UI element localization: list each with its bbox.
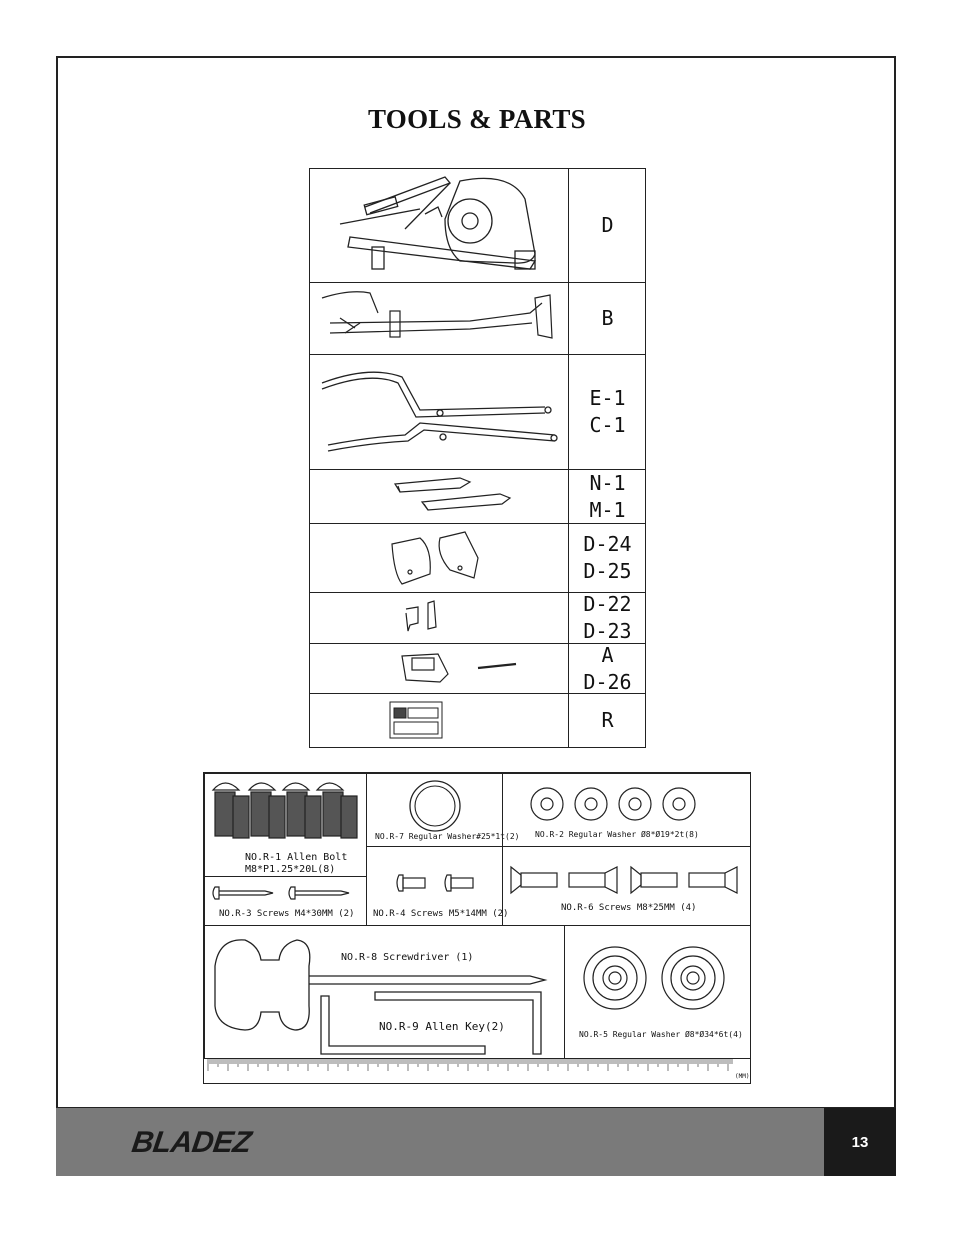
parts-row-hardware-card: R	[310, 693, 645, 747]
parts-table: D B	[309, 168, 646, 748]
part-label: C-1	[589, 413, 626, 437]
main-frame-illustration	[310, 169, 569, 282]
hardware-cell-r2: NO.R-2 Regular Washer Ø8*Ø19*2t(8)	[502, 773, 751, 847]
part-label: D-24	[583, 532, 632, 556]
r9-caption: NO.R-9 Allen Key(2)	[379, 1020, 505, 1033]
hardware-cell-r7: NO.R-7 Regular Washer#25*1t(2)	[366, 773, 520, 847]
hardware-cell-r5: NO.R-5 Regular Washer Ø8*Ø34*6t(4)	[564, 925, 751, 1059]
hardware-cell-r3: NO.R-3 Screws M4*30MM (2)	[204, 876, 367, 926]
hardware-card-illustration	[310, 694, 569, 747]
parts-row-labels: R	[570, 694, 645, 747]
part-label: A	[601, 642, 614, 667]
hardware-card: NO.R-1 Allen Bolt M8*P1.25*20L(8) NO.R-7…	[203, 772, 751, 1084]
part-label: D-22	[583, 592, 632, 616]
ruler-unit: (MM)	[735, 1073, 750, 1080]
arms-illustration	[310, 355, 569, 469]
parts-row-labels: D	[570, 169, 645, 282]
part-label: N-1	[589, 470, 626, 495]
parts-row-labels: D-24 D-25	[570, 524, 645, 592]
page-number: 13	[824, 1108, 896, 1176]
rail-illustration	[310, 283, 569, 354]
part-label: E-1	[589, 386, 626, 410]
part-label: M-1	[589, 497, 626, 522]
parts-row-console: A D-26	[310, 642, 645, 694]
r6-caption: NO.R-6 Screws M8*25MM (4)	[561, 903, 697, 913]
part-label: D-25	[583, 559, 632, 583]
part-label: D-26	[583, 669, 632, 694]
r4-caption: NO.R-4 Screws M5*14MM (2)	[373, 909, 509, 919]
part-label: R	[601, 708, 614, 732]
r7-caption: NO.R-7 Regular Washer#25*1t(2)	[375, 832, 520, 841]
console-illustration	[310, 644, 569, 693]
parts-row-labels: A D-26	[570, 642, 645, 694]
parts-row-covers: N-1 M-1	[310, 469, 645, 523]
part-label: B	[601, 306, 614, 330]
r1-name: NO.R-1 Allen Bolt	[245, 852, 348, 863]
r1-spec: M8*P1.25*20L(8)	[245, 864, 336, 875]
r3-caption: NO.R-3 Screws M4*30MM (2)	[219, 909, 355, 919]
hardware-cell-r6: NO.R-6 Screws M8*25MM (4)	[502, 846, 751, 926]
hardware-cell-r4: NO.R-4 Screws M5*14MM (2)	[366, 846, 508, 926]
parts-row-rail: B	[310, 282, 645, 354]
brackets-illustration	[310, 593, 569, 643]
parts-row-main-frame: D	[310, 169, 645, 282]
page-footer: BLADEZ 13	[56, 1107, 896, 1176]
r5-caption: NO.R-5 Regular Washer Ø8*Ø34*6t(4)	[579, 1030, 743, 1039]
r2-caption: NO.R-2 Regular Washer Ø8*Ø19*2t(8)	[535, 830, 699, 839]
parts-row-brackets: D-22 D-23	[310, 592, 645, 643]
hardware-cell-r1: NO.R-1 Allen Bolt M8*P1.25*20L(8)	[204, 773, 367, 877]
mm-ruler: (MM)	[204, 1058, 751, 1084]
r8-caption: NO.R-8 Screwdriver (1)	[341, 952, 474, 963]
parts-row-labels: E-1 C-1	[570, 355, 645, 469]
brand-logo: BLADEZ	[129, 1126, 254, 1159]
page-title: TOOLS & PARTS	[367, 104, 586, 134]
parts-row-arms: E-1 C-1	[310, 354, 645, 469]
side-covers-illustration	[310, 524, 569, 592]
hardware-cell-r8-r9: NO.R-8 Screwdriver (1) NO.R-9 Allen Key(…	[204, 925, 565, 1059]
covers-illustration	[310, 470, 569, 523]
part-label: D-23	[583, 619, 632, 643]
parts-row-labels: B	[570, 283, 645, 354]
parts-row-labels: N-1 M-1	[570, 470, 645, 523]
parts-row-labels: D-22 D-23	[570, 592, 645, 643]
parts-row-side-covers: D-24 D-25	[310, 523, 645, 592]
part-label: D	[601, 213, 614, 237]
